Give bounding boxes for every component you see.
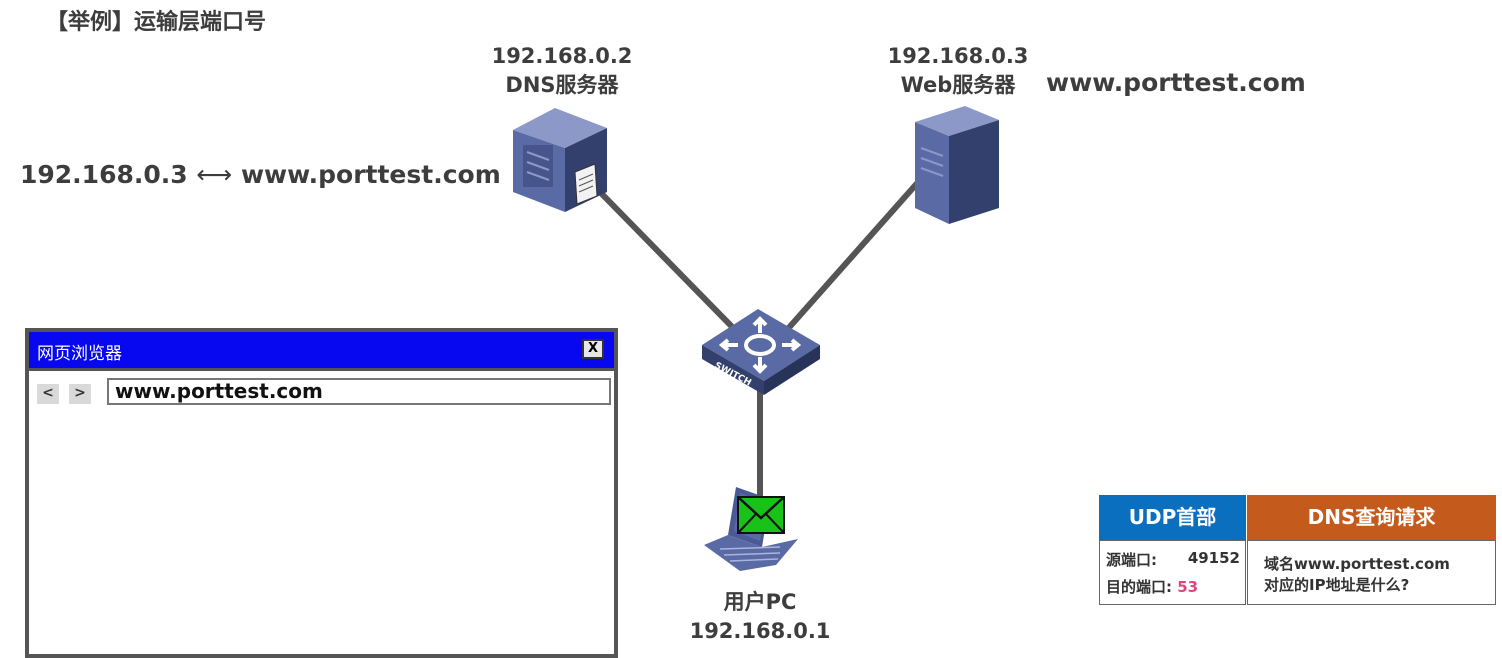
link-web-switch: [775, 178, 923, 342]
user-pc-ip: 192.168.0.1: [689, 619, 831, 643]
src-port-label: 源端口:: [1106, 551, 1157, 569]
src-port-value: 49152: [1187, 549, 1240, 567]
dst-port-label: 目的端口:: [1106, 578, 1172, 596]
address-bar[interactable]: www.porttest.com: [107, 378, 611, 405]
query-line-2: 对应的IP地址是什么?: [1264, 576, 1410, 594]
double-arrow-icon: ⟷: [196, 160, 233, 189]
browser-title-bar: 网页浏览器 X: [29, 332, 614, 371]
close-button[interactable]: X: [582, 339, 604, 359]
udp-header-cell: UDP首部: [1099, 495, 1246, 540]
back-button[interactable]: <: [37, 384, 59, 404]
dst-port-row: 目的端口: 53: [1106, 576, 1198, 597]
dst-port-value: 53: [1177, 578, 1199, 596]
switch-icon: SWITCH: [702, 309, 820, 395]
web-server-ip: 192.168.0.3: [887, 44, 1029, 68]
user-pc-label: 用户PC 192.168.0.1: [680, 588, 840, 646]
web-server-domain: www.porttest.com: [1046, 68, 1306, 97]
mapping-ip: 192.168.0.3: [20, 160, 188, 189]
forward-button[interactable]: >: [69, 384, 91, 404]
packet-structure: UDP首部 DNS查询请求 源端口: 49152 目的端口: 53 域名www.…: [1099, 495, 1496, 605]
browser-window: 网页浏览器 X < > www.porttest.com: [25, 328, 618, 658]
page-title: 【举例】运输层端口号: [46, 10, 267, 35]
query-line-1: 域名www.porttest.com: [1264, 555, 1450, 573]
web-server-icon: [915, 106, 999, 224]
ip-domain-mapping: 192.168.0.3 ⟷ www.porttest.com: [20, 160, 501, 189]
envelope-icon: [737, 496, 785, 534]
dns-server-name: DNS服务器: [505, 73, 619, 97]
dns-server-icon: [513, 108, 607, 212]
network-links: [595, 178, 923, 500]
mapping-domain: www.porttest.com: [240, 160, 501, 189]
udp-header-body: 源端口: 49152 目的端口: 53: [1099, 540, 1246, 605]
dns-server-ip: 192.168.0.2: [491, 44, 633, 68]
link-dns-switch: [595, 187, 748, 343]
src-port-row: 源端口: 49152: [1106, 549, 1240, 570]
user-pc-name: 用户PC: [723, 590, 797, 614]
web-server-label: 192.168.0.3 Web服务器: [878, 42, 1038, 100]
browser-title: 网页浏览器: [37, 344, 122, 364]
dns-server-label: 192.168.0.2 DNS服务器: [482, 42, 642, 100]
web-server-name: Web服务器: [900, 73, 1016, 97]
dns-query-body: 域名www.porttest.com 对应的IP地址是什么?: [1247, 540, 1496, 605]
dns-query-header-cell: DNS查询请求: [1247, 495, 1496, 540]
